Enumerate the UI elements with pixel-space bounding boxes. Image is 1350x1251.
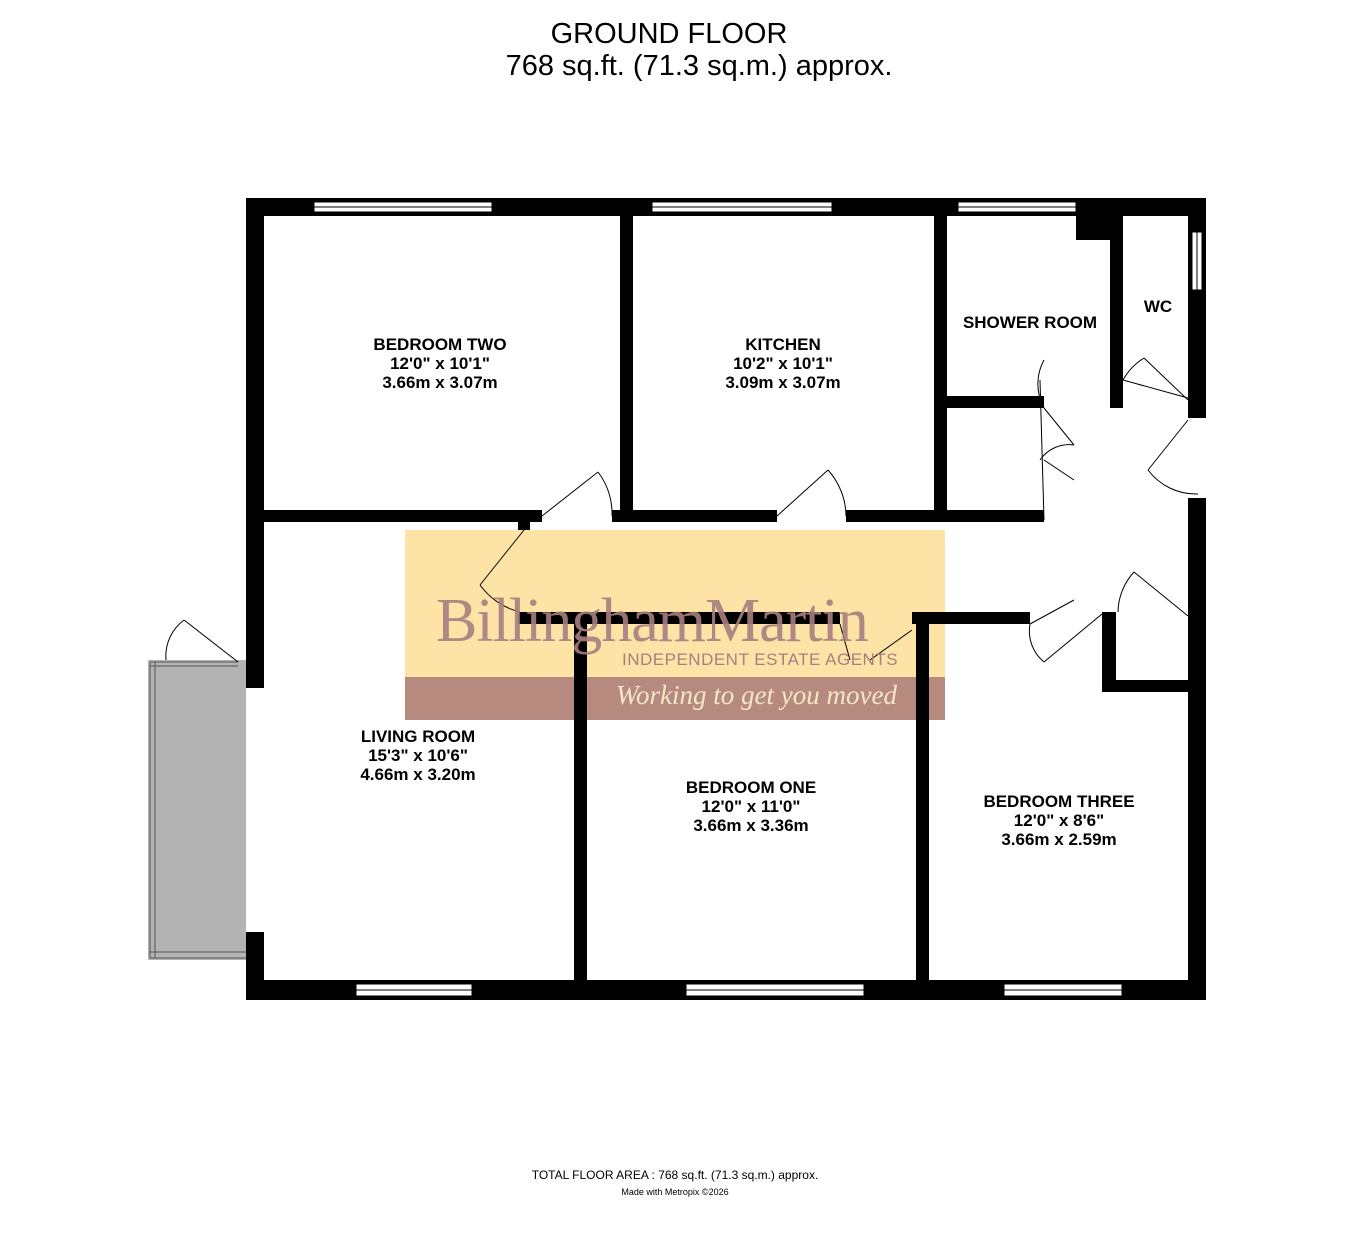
room-name: BEDROOM THREE [983, 792, 1135, 811]
room-imperial: 12'0" x 11'0" [701, 797, 801, 816]
room-metric: 3.66m x 2.59m [1001, 830, 1117, 849]
floor-area: 768 sq.ft. (71.3 sq.m.) approx. [505, 50, 893, 82]
room-name: KITCHEN [745, 335, 821, 354]
room-imperial: 10'2" x 10'1" [733, 354, 833, 373]
watermark-band-top [405, 530, 945, 677]
credit-text: Made with Metropix ©2026 [621, 1187, 729, 1197]
room-name: BEDROOM TWO [373, 335, 507, 354]
room-name: BEDROOM ONE [685, 778, 817, 797]
room-metric: 4.66m x 3.20m [360, 765, 476, 784]
room-name: WC [1143, 297, 1173, 316]
floor-title: GROUND FLOOR [550, 18, 788, 50]
room-metric: 3.66m x 3.36m [693, 816, 809, 835]
room-label-wc: WC [1144, 297, 1172, 316]
room-name: LIVING ROOM [360, 727, 476, 746]
room-label-bedroom-one: BEDROOM ONE 12'0" x 11'0" 3.66m x 3.36m [686, 778, 816, 835]
room-label-kitchen: KITCHEN 10'2" x 10'1" 3.09m x 3.07m [725, 335, 840, 392]
watermark-subtitle: INDEPENDENT ESTATE AGENTS [622, 650, 899, 669]
watermark-tagline: Working to get you moved [616, 680, 897, 710]
total-floor-area: TOTAL FLOOR AREA : 768 sq.ft. (71.3 sq.m… [531, 1168, 819, 1182]
room-name: SHOWER ROOM [962, 313, 1098, 332]
room-label-shower-room: SHOWER ROOM [963, 313, 1097, 332]
room-imperial: 12'0" x 10'1" [390, 354, 490, 373]
room-metric: 3.66m x 3.07m [382, 373, 498, 392]
room-imperial: 15'3" x 10'6" [368, 746, 468, 765]
room-metric: 3.09m x 3.07m [725, 373, 841, 392]
room-label-living-room: LIVING ROOM 15'3" x 10'6" 4.66m x 3.20m [360, 727, 475, 784]
watermark-band-bottom [405, 677, 945, 720]
door-swings [165, 357, 1199, 663]
room-label-bedroom-two: BEDROOM TWO 12'0" x 10'1" 3.66m x 3.07m [373, 335, 506, 392]
room-imperial: 12'0" x 8'6" [1013, 811, 1105, 830]
room-label-bedroom-three: BEDROOM THREE 12'0" x 8'6" 3.66m x 2.59m [983, 792, 1134, 849]
watermark-brand: BillinghamMartin [436, 587, 869, 655]
balcony [148, 660, 254, 960]
